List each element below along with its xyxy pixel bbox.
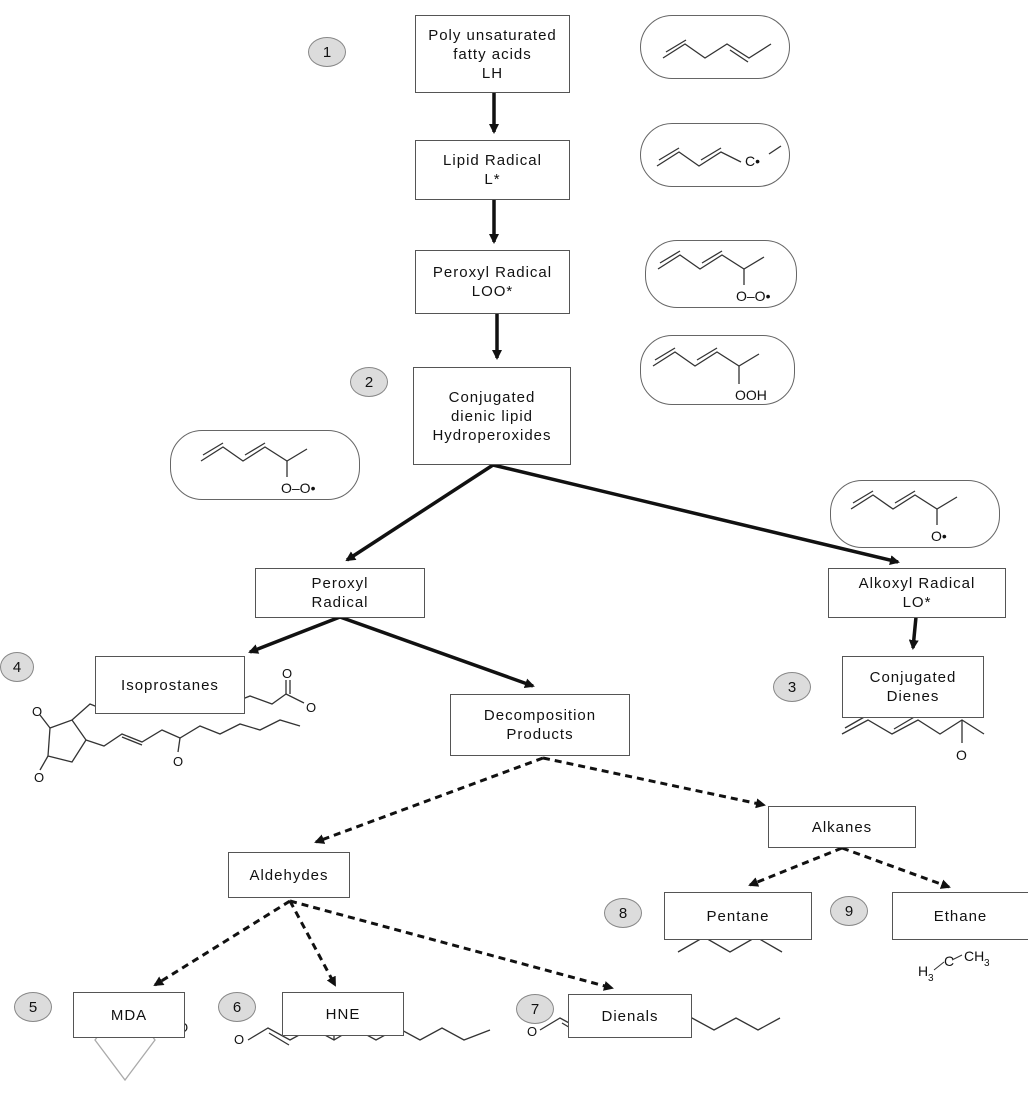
conjugated-hydroperoxides-box: Conjugated dienic lipid Hydroperoxides: [413, 367, 571, 465]
ethane-formula: H 3 C CH 3: [918, 948, 990, 984]
step-badge-2: 2: [350, 367, 388, 397]
ethane-box: Ethane: [892, 892, 1028, 940]
peroxyl-oo-label: O–O•: [736, 288, 771, 304]
dienals-oxygen: O: [527, 1024, 537, 1039]
peroxyl-line2: Radical: [311, 594, 369, 611]
conj-hydro-line2: dienic lipid: [450, 407, 534, 425]
mda-label: MDA: [110, 1006, 148, 1024]
step-badge-7: 7: [516, 994, 554, 1024]
conjugated-dienes-box: Conjugated Dienes: [842, 656, 984, 718]
conj-dienes-line1: Conjugated: [869, 669, 957, 686]
alkanes-box: Alkanes: [768, 806, 916, 848]
svg-text:O: O: [306, 700, 316, 715]
step-badge-5: 5: [14, 992, 52, 1022]
dienals-box: Dienals: [568, 994, 692, 1038]
peroxyl-radical-box: Peroxyl Radical: [255, 568, 425, 618]
ethane-label: Ethane: [933, 907, 988, 925]
arrow-conj-peroxyl: [345, 463, 494, 562]
decomp-line2: Products: [506, 726, 574, 743]
conj-hydro-line1: Conjugated: [448, 388, 536, 406]
step-badge-4: 4: [0, 652, 34, 682]
svg-text:O: O: [282, 666, 292, 681]
alkoxyl-structure-capsule: O•: [830, 480, 1000, 548]
hydroperoxide-structure-capsule: OOH: [640, 335, 795, 405]
arrow-conj-alkoxyl: [492, 463, 900, 565]
svg-text:O: O: [234, 1032, 244, 1047]
hne-box: HNE: [282, 992, 404, 1036]
peroxyl-left-oo-label: O–O•: [281, 480, 316, 496]
hydroperoxide-label: OOH: [735, 387, 767, 403]
aldehydes-box: Aldehydes: [228, 852, 350, 898]
step-badge-9: 9: [830, 896, 868, 926]
pentane-label: Pentane: [706, 907, 770, 925]
aldehydes-label: Aldehydes: [249, 866, 329, 884]
arrow-peroxyl-isoprostanes: [248, 615, 341, 654]
arrow-aldehydes-dienals: [289, 899, 614, 991]
pufa-structure-capsule: [640, 15, 790, 79]
alkoxyl-line2: LO*: [902, 594, 932, 611]
isoprostanes-label: Isoprostanes: [121, 676, 219, 694]
hne-label: HNE: [325, 1005, 361, 1023]
conj-diene-oxygen: O: [956, 747, 967, 763]
decomposition-products-box: Decomposition Products: [450, 694, 630, 756]
arrow-alkoxyl-conjdienes: [908, 616, 919, 650]
arrow-aldehydes-mda: [153, 899, 291, 987]
arrow-peroxyl-decomp: [339, 615, 535, 689]
lipid-line2: L*: [484, 171, 501, 188]
svg-text:H: H: [918, 963, 928, 979]
arrow-decomp-alkanes: [542, 756, 766, 809]
alkoxyl-radical-box: Alkoxyl Radical LO*: [828, 568, 1006, 618]
peroxyl-top-line1: Peroxyl Radical: [432, 264, 553, 281]
step-badge-6: 6: [218, 992, 256, 1022]
pufa-line3: LH: [481, 64, 504, 82]
pufa-box: Poly unsaturated fatty acids LH: [415, 15, 570, 93]
peroxyl-radical-top-box: Peroxyl Radical LOO*: [415, 250, 570, 314]
decomp-line1: Decomposition: [483, 707, 597, 724]
pentane-structure: [677, 936, 783, 953]
svg-text:CH: CH: [964, 948, 984, 964]
peroxyl-top-line2: LOO*: [471, 283, 514, 300]
peroxyl-structure-capsule: O–O•: [645, 240, 797, 308]
arrow-aldehydes-hne: [288, 900, 337, 987]
pufa-line2: fatty acids: [453, 45, 532, 63]
conj-diene-structure: [841, 715, 985, 743]
svg-text:C: C: [944, 953, 954, 969]
conj-hydro-line3: Hydroperoxides: [432, 426, 552, 444]
arrow-decomp-aldehydes: [314, 756, 544, 844]
isoprostanes-box: Isoprostanes: [95, 656, 245, 714]
lipid-radical-structure-capsule: C•: [640, 123, 790, 187]
arrow-alkanes-pentane: [748, 846, 843, 887]
arrow-alkanes-ethane: [841, 846, 951, 889]
conj-dienes-line2: Dienes: [886, 688, 940, 705]
carbon-radical-label: C•: [745, 153, 760, 169]
isoprostane-atoms: O O O O O: [32, 666, 316, 785]
pufa-line1: Poly unsaturated: [428, 26, 557, 44]
svg-text:3: 3: [984, 958, 990, 969]
pentane-box: Pentane: [664, 892, 812, 940]
dienals-label: Dienals: [601, 1007, 659, 1025]
svg-text:O: O: [34, 770, 44, 785]
svg-text:O: O: [32, 704, 42, 719]
lipid-line1: Lipid Radical: [443, 152, 542, 169]
step-badge-1: 1: [308, 37, 346, 67]
lipid-radical-box: Lipid Radical L*: [415, 140, 570, 200]
alkoxyl-o-label: O•: [931, 528, 947, 544]
svg-text:3: 3: [928, 973, 934, 984]
step-badge-8: 8: [604, 898, 642, 928]
mda-box: MDA: [73, 992, 185, 1038]
step-badge-3: 3: [773, 672, 811, 702]
peroxyl-line1: Peroxyl: [311, 575, 369, 592]
alkoxyl-line1: Alkoxyl Radical: [858, 575, 976, 592]
alkanes-label: Alkanes: [811, 818, 873, 836]
peroxyl-left-structure-capsule: O–O•: [170, 430, 360, 500]
svg-text:O: O: [173, 754, 183, 769]
